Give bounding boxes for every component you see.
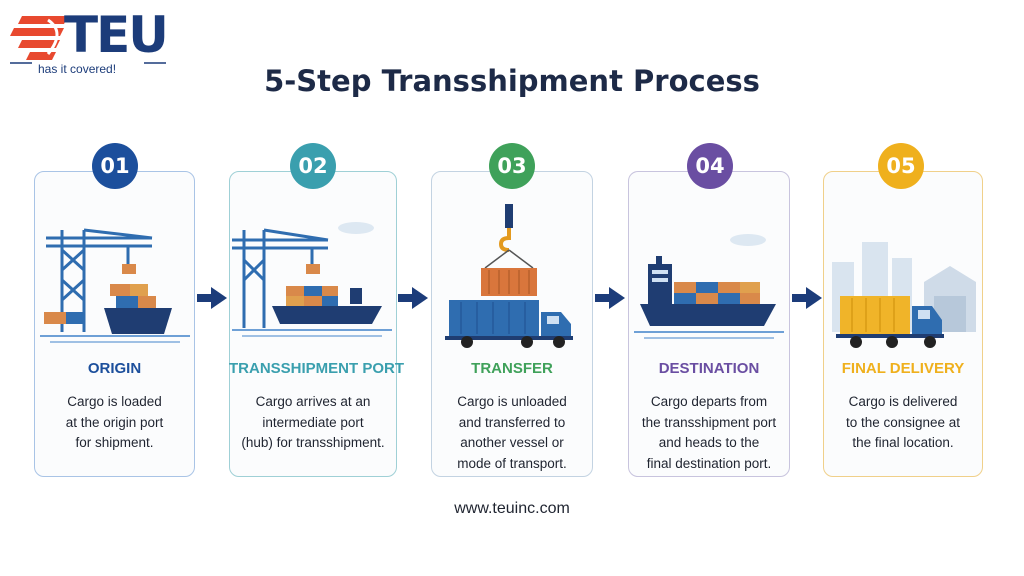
page-title: 5-Step Transshipment Process — [264, 64, 760, 98]
step-badge-01: 01 — [92, 143, 138, 189]
arrow-right-icon — [595, 287, 625, 309]
step-badge-05: 05 — [878, 143, 924, 189]
step-description-transfer: Cargo is unloaded and transferred to ano… — [431, 392, 593, 474]
delivery-truck-icon — [832, 242, 976, 348]
desc-line: the final location. — [852, 435, 954, 450]
desc-line: mode of transport. — [457, 455, 567, 471]
step-title-origin: ORIGIN — [87, 360, 142, 377]
container-hook-truck-icon — [445, 204, 573, 348]
logo-tagline: has it covered! — [38, 62, 117, 76]
desc-line: Cargo is loaded — [67, 394, 162, 409]
desc-line: at the origin port — [65, 414, 164, 430]
step-description-final-delivery: Cargo is delivered to the consignee at t… — [823, 392, 983, 454]
step-badge-02: 02 — [290, 143, 336, 189]
desc-line: intermediate port — [262, 414, 364, 430]
desc-line: (hub) for transshipment. — [241, 435, 385, 450]
step-description-origin: Cargo is loaded at the origin port for s… — [34, 392, 195, 454]
logo-wordmark: TEU — [64, 6, 169, 64]
step-title-final-delivery: FINAL DELIVERY — [841, 360, 965, 377]
arrow-right-icon — [792, 287, 822, 309]
desc-line: Cargo is unloaded — [457, 394, 567, 409]
desc-line: and heads to the — [658, 435, 760, 450]
crane-ship-icon — [40, 228, 190, 343]
speed-lines-icon — [10, 16, 68, 60]
step-badge-03: 03 — [489, 143, 535, 189]
port-crane-vessel-icon — [232, 222, 392, 337]
teu-logo: TEU has it covered! — [8, 6, 169, 78]
desc-line: Cargo is delivered — [848, 394, 958, 409]
tagline-rule — [10, 62, 166, 64]
container-ship-icon — [634, 234, 784, 339]
step-description-destination: Cargo departs from the transshipment por… — [628, 392, 790, 474]
desc-line: Cargo arrives at an — [255, 394, 371, 409]
step-badge-04: 04 — [687, 143, 733, 189]
desc-line: to the consignee at — [845, 414, 961, 430]
desc-line: Cargo departs from — [650, 394, 768, 409]
desc-line: and transferred to — [458, 414, 566, 430]
desc-line: the transshipment port — [641, 414, 777, 430]
desc-line: final destination port. — [646, 455, 772, 471]
website-link[interactable]: www.teuinc.com — [454, 500, 570, 517]
step-title-transshipment-port: TRANSSHIPMENT PORT — [229, 360, 405, 377]
step-title-destination: DESTINATION — [658, 360, 760, 377]
desc-line: for shipment. — [75, 435, 154, 450]
step-title-transfer: TRANSFER — [471, 360, 553, 377]
desc-line: another vessel or — [460, 435, 564, 450]
arrow-right-icon — [398, 287, 428, 309]
step-description-transshipment-port: Cargo arrives at an intermediate port (h… — [229, 392, 397, 454]
arrow-right-icon — [197, 287, 227, 309]
